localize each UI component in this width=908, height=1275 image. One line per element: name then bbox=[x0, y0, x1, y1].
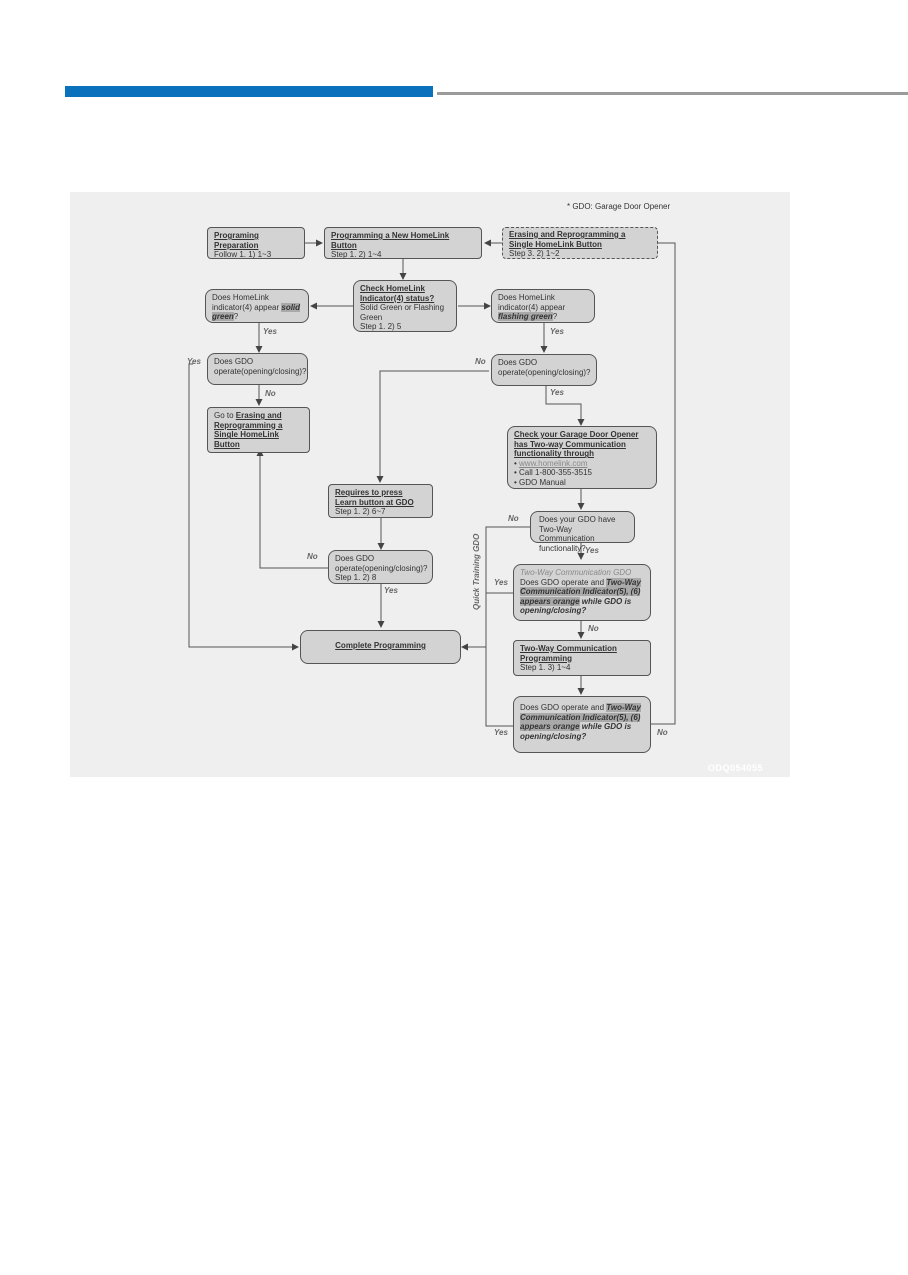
image-code: ODQ054055 bbox=[708, 763, 764, 773]
box-erase-reprogram: Erasing and Reprogramming a Single HomeL… bbox=[502, 227, 658, 259]
box-flashing-green: Does HomeLink indicator(4) appear flashi… bbox=[491, 289, 595, 323]
box-title: Requires to press Learn button at GDO bbox=[335, 488, 414, 507]
label-yes-right: Yes bbox=[550, 388, 564, 397]
label-no-final: No bbox=[657, 728, 668, 737]
goto-link: Erasing and Reprogramming a Single HomeL… bbox=[214, 411, 283, 449]
label-no-twoway-gdo: No bbox=[588, 624, 599, 633]
question-mark: ? bbox=[233, 312, 239, 322]
box-title: Check your Garage Door Opener has Two-wa… bbox=[514, 430, 639, 459]
box-goto-erase: Go to Erasing and Reprogramming a Single… bbox=[207, 407, 310, 453]
box-step: Follow 1. 1) 1~3 bbox=[214, 250, 272, 260]
question-mark: ? bbox=[552, 312, 558, 322]
box-gdo-operate-right: Does GDO operate(opening/closing)? bbox=[491, 354, 597, 386]
box-check-indicator: Check HomeLink Indicator(4) status? Soli… bbox=[353, 280, 457, 332]
header-accent-bar bbox=[65, 86, 433, 97]
emphasis-text: flashing green bbox=[498, 312, 553, 322]
gdo-footnote: * GDO: Garage Door Opener bbox=[567, 202, 671, 211]
bullet-3: • GDO Manual bbox=[514, 477, 566, 487]
question-text: Does HomeLink indicator(4) appear bbox=[212, 293, 282, 312]
flowchart-panel: * GDO: Garage Door Opener Programing Pre… bbox=[70, 192, 790, 777]
question-text: Does GDO operate(opening/closing)? bbox=[335, 554, 428, 573]
header-rule bbox=[437, 92, 908, 95]
box-final-question: Does GDO operate and Two-Way Communicati… bbox=[513, 696, 651, 753]
label-yes-left: Yes bbox=[187, 357, 201, 366]
box-step: Step 1. 2) 6~7 bbox=[335, 507, 386, 517]
question-text: Does GDO operate(opening/closing)? bbox=[214, 357, 307, 376]
box-step: Step 3. 2) 1~2 bbox=[509, 249, 560, 259]
box-title: Two-Way Communication Programming bbox=[520, 644, 617, 663]
label-no-right: No bbox=[475, 357, 486, 366]
box-title: Check HomeLink Indicator(4) status? bbox=[360, 284, 435, 303]
goto-text: Go to bbox=[214, 411, 236, 420]
box-title: Programming a New HomeLink Button bbox=[331, 231, 450, 250]
box-sub: Solid Green or Flashing Green bbox=[360, 303, 445, 322]
box-program-new-homelink: Programming a New HomeLink Button Step 1… bbox=[324, 227, 482, 259]
label-no-mid: No bbox=[307, 552, 318, 561]
label-no-twoway: No bbox=[508, 514, 519, 523]
label-yes-flashing: Yes bbox=[550, 327, 564, 336]
connector-lines bbox=[188, 239, 676, 727]
label-no-left: No bbox=[265, 389, 276, 398]
question-text: Does GDO operate and bbox=[520, 703, 607, 712]
box-title: Programing Preparation bbox=[214, 231, 259, 250]
box-title: Erasing and Reprogramming a Single HomeL… bbox=[509, 230, 626, 249]
emphasis-tail: while GDO is opening/closing? bbox=[520, 722, 632, 741]
box-step: Step 1. 2) 8 bbox=[335, 573, 377, 583]
box-heading: Two-Way Communication GDO bbox=[520, 568, 632, 577]
box-two-way-programming: Two-Way Communication Programming Step 1… bbox=[513, 640, 651, 676]
question-text: Does HomeLink indicator(4) appear bbox=[498, 293, 566, 312]
box-solid-green: Does HomeLink indicator(4) appear solid … bbox=[205, 289, 309, 323]
box-two-way-gdo: Two-Way Communication GDO Does GDO opera… bbox=[513, 564, 651, 621]
box-step: Step 1. 2) 5 bbox=[360, 322, 402, 332]
box-gdo-operate-left: Does GDO operate(opening/closing)? bbox=[207, 353, 308, 385]
bullet-2: • Call 1-800-355-3515 bbox=[514, 468, 592, 478]
box-complete-programming: Complete Programming bbox=[300, 630, 461, 664]
label-yes-mid: Yes bbox=[384, 586, 398, 595]
question-text: Does GDO operate and bbox=[520, 577, 607, 587]
box-press-learn: Requires to press Learn button at GDO St… bbox=[328, 484, 433, 518]
label-yes-solid: Yes bbox=[263, 327, 277, 336]
emphasis-tail: while GDO is opening/closing? bbox=[520, 596, 632, 616]
question-text: Does GDO operate(opening/closing)? bbox=[498, 358, 591, 377]
box-two-way-question: Does your GDO have Two-Way Communication… bbox=[530, 511, 635, 553]
box-check-two-way: Check your Garage Door Opener has Two-wa… bbox=[507, 426, 657, 489]
label-yes-twoway-gdo: Yes bbox=[494, 578, 508, 587]
question-text: Does your GDO have Two-Way Communication… bbox=[539, 515, 616, 553]
box-gdo-operate-mid: Does GDO operate(opening/closing)? Step … bbox=[328, 550, 433, 584]
box-step: Step 1. 3) 1~4 bbox=[520, 663, 571, 673]
box-programming-preparation: Programing Preparation Follow 1. 1) 1~3 bbox=[207, 227, 305, 259]
box-title: Complete Programming bbox=[335, 641, 426, 650]
label-yes-final: Yes bbox=[494, 728, 508, 737]
phone-number: Call 1-800-355-3515 bbox=[519, 468, 592, 478]
label-quick-training: Quick Training GDO bbox=[472, 533, 481, 610]
label-yes-twoway: Yes bbox=[585, 546, 599, 555]
bullet-1: • www.homelink.com bbox=[514, 458, 588, 468]
box-step: Step 1. 2) 1~4 bbox=[331, 250, 382, 260]
homelink-url[interactable]: www.homelink.com bbox=[519, 458, 588, 468]
gdo-manual: GDO Manual bbox=[519, 477, 566, 487]
